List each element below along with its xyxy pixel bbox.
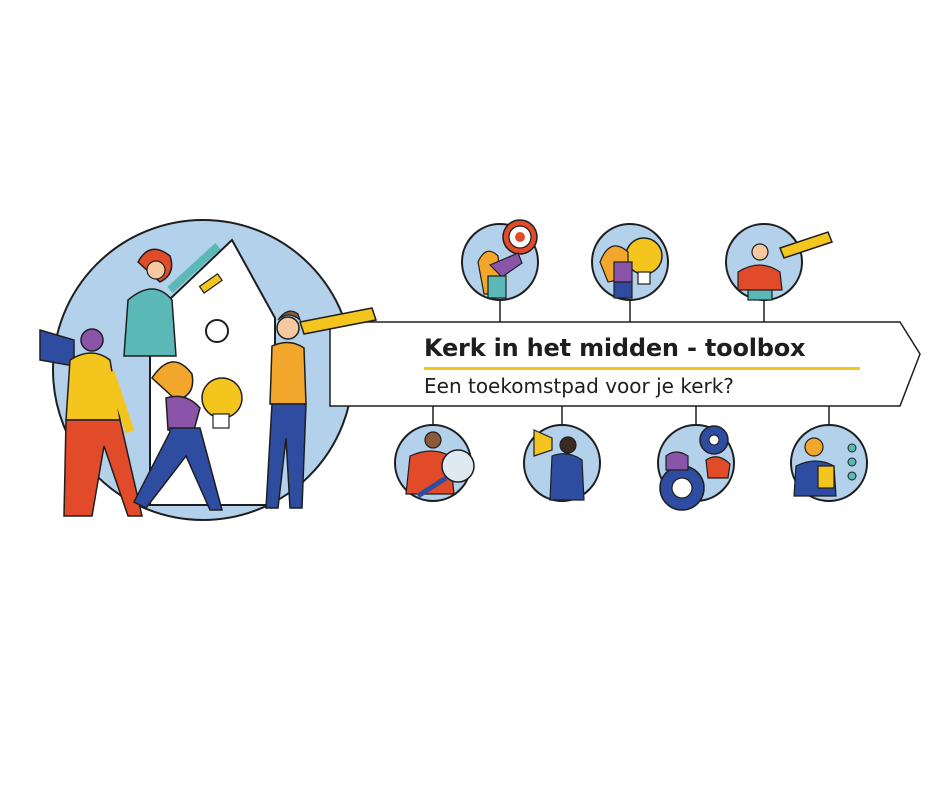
megaphone-icon xyxy=(523,424,601,502)
magnifier-icon xyxy=(394,424,475,502)
gears-icon xyxy=(657,424,735,511)
woman-in-window xyxy=(123,243,223,357)
path-arrow xyxy=(329,321,921,407)
house-window xyxy=(205,319,229,343)
page-title: Kerk in het midden - toolbox xyxy=(424,334,806,362)
page-subtitle: Een toekomstpad voor je kerk? xyxy=(424,374,734,398)
telescope-icon xyxy=(725,223,833,301)
checklist-icon xyxy=(790,424,868,502)
lightbulb-icon xyxy=(591,223,669,301)
target-icon xyxy=(461,219,539,301)
megaphone-person xyxy=(39,328,143,517)
telescope-person xyxy=(265,307,377,509)
lightbulb-person xyxy=(132,361,243,511)
title-underline xyxy=(424,367,860,370)
